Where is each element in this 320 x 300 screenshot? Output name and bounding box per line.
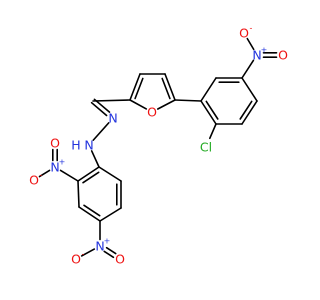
bond-line [80,248,96,257]
atom-O_a1: O [278,48,288,63]
bond-line [157,99,176,110]
atom-N_c: N+ [95,237,110,254]
bond-line [246,37,255,51]
atom-label: N [108,111,117,126]
double-bond-A_C3-A_C4 [239,100,258,125]
single-bond-N_c-O_c1 [80,248,96,257]
atom-label: N [252,48,261,63]
single-bond-B_C4-B_C5 [99,207,122,222]
bond-line [98,166,122,182]
atom-O_a2: O- [239,24,252,41]
bond-line [77,166,100,182]
charge-label: - [82,250,85,259]
atom-N_b: N+ [50,158,65,175]
single-bond-B_C2-N_b [59,169,79,182]
bond-line-inner [205,100,219,120]
single-bond-F_C5-A_C1 [174,99,202,102]
charge-label: - [40,171,43,180]
atom-O_b2: O [50,136,60,151]
bond-line [241,77,258,102]
double-bond-B_C5-B_C6 [116,180,122,209]
bond-line [77,180,80,208]
double-bond-B_C3-B_C4 [78,204,101,222]
single-bond-A_C5-N_a [241,59,255,79]
bond-line [164,73,176,101]
single-bond-A_C6-A_C1 [200,77,217,102]
single-bond-N_h-B_C1 [90,150,100,168]
charge-label: + [59,158,66,167]
atom-label: O [71,252,81,267]
bond-line-inner [161,77,171,100]
double-bond-A_C1-A_C2 [200,100,219,125]
bond-line [200,100,217,125]
bond-line-inner [239,100,253,120]
bond-line-inner [134,77,144,100]
bond-line [105,246,117,255]
bond-line [92,99,131,102]
single-bond-B_C2-B_C3 [77,180,80,208]
charge-label: + [261,46,268,55]
atom-label: N [95,239,104,254]
single-bond-N_b-O_b1 [38,169,51,178]
bond-line [129,99,148,110]
bond-layer [38,37,278,259]
bond-line [129,73,141,101]
hydrogen-label: H [71,138,80,153]
bond-line [174,99,202,102]
bond-line [241,59,255,79]
bond-line [38,169,51,178]
atom-N_a: N+ [252,46,267,63]
atom-label: O [115,252,125,267]
double-bond-B_C1-B_C2 [77,166,100,184]
double-bond-N_c-O_c2 [103,246,117,259]
atom-O_b1: O- [29,171,42,188]
single-bond-N_a-O_a2 [246,37,255,51]
double-bond-A_C5-A_C6 [215,77,243,83]
single-bond-F_C5-F_O [157,99,176,110]
atom-label: O [239,26,249,41]
atom-O_c2: O [115,252,125,267]
bond-line-inner [83,204,101,217]
single-bond-A_C4-A_C5 [241,77,258,102]
single-bond-C_ch-F_C2 [92,99,131,102]
double-bond-F_C2-F_C3 [129,73,144,101]
atom-label: O [278,48,288,63]
atom-label: O [50,136,60,151]
atom-O_c1: O- [71,250,84,267]
bond-line [241,100,258,125]
single-bond-B_C6-B_C1 [98,166,122,182]
atom-label: N [50,160,59,175]
atom-label: O [147,105,157,120]
double-bond-N_a-O_a1 [262,51,278,59]
bond-line [92,122,110,141]
bond-line [90,101,108,117]
bond-line [59,169,79,182]
atom-F_O: O [147,105,157,120]
charge-label: - [250,24,253,33]
bond-line [78,206,101,222]
double-bond-F_C4-F_C5 [161,73,176,101]
bond-line [90,150,100,168]
single-bond-A_C2-Cl [209,123,217,140]
single-bond-N_im-N_h [92,122,110,141]
double-bond-N_b-O_b2 [51,148,59,162]
atom-Cl: Cl [200,140,212,155]
atom-N_im: N [108,111,117,126]
atom-label: O [29,173,39,188]
atom-label: N [84,138,93,153]
charge-label: + [104,237,111,246]
bond-line [200,77,217,102]
atom-N_h: NH [71,138,93,153]
bond-line [99,207,122,222]
atom-label: Cl [200,140,212,155]
bond-line [209,123,217,140]
single-bond-F_O-F_C2 [129,99,148,110]
bond-line-inner [82,171,100,184]
bond-line [103,250,115,259]
